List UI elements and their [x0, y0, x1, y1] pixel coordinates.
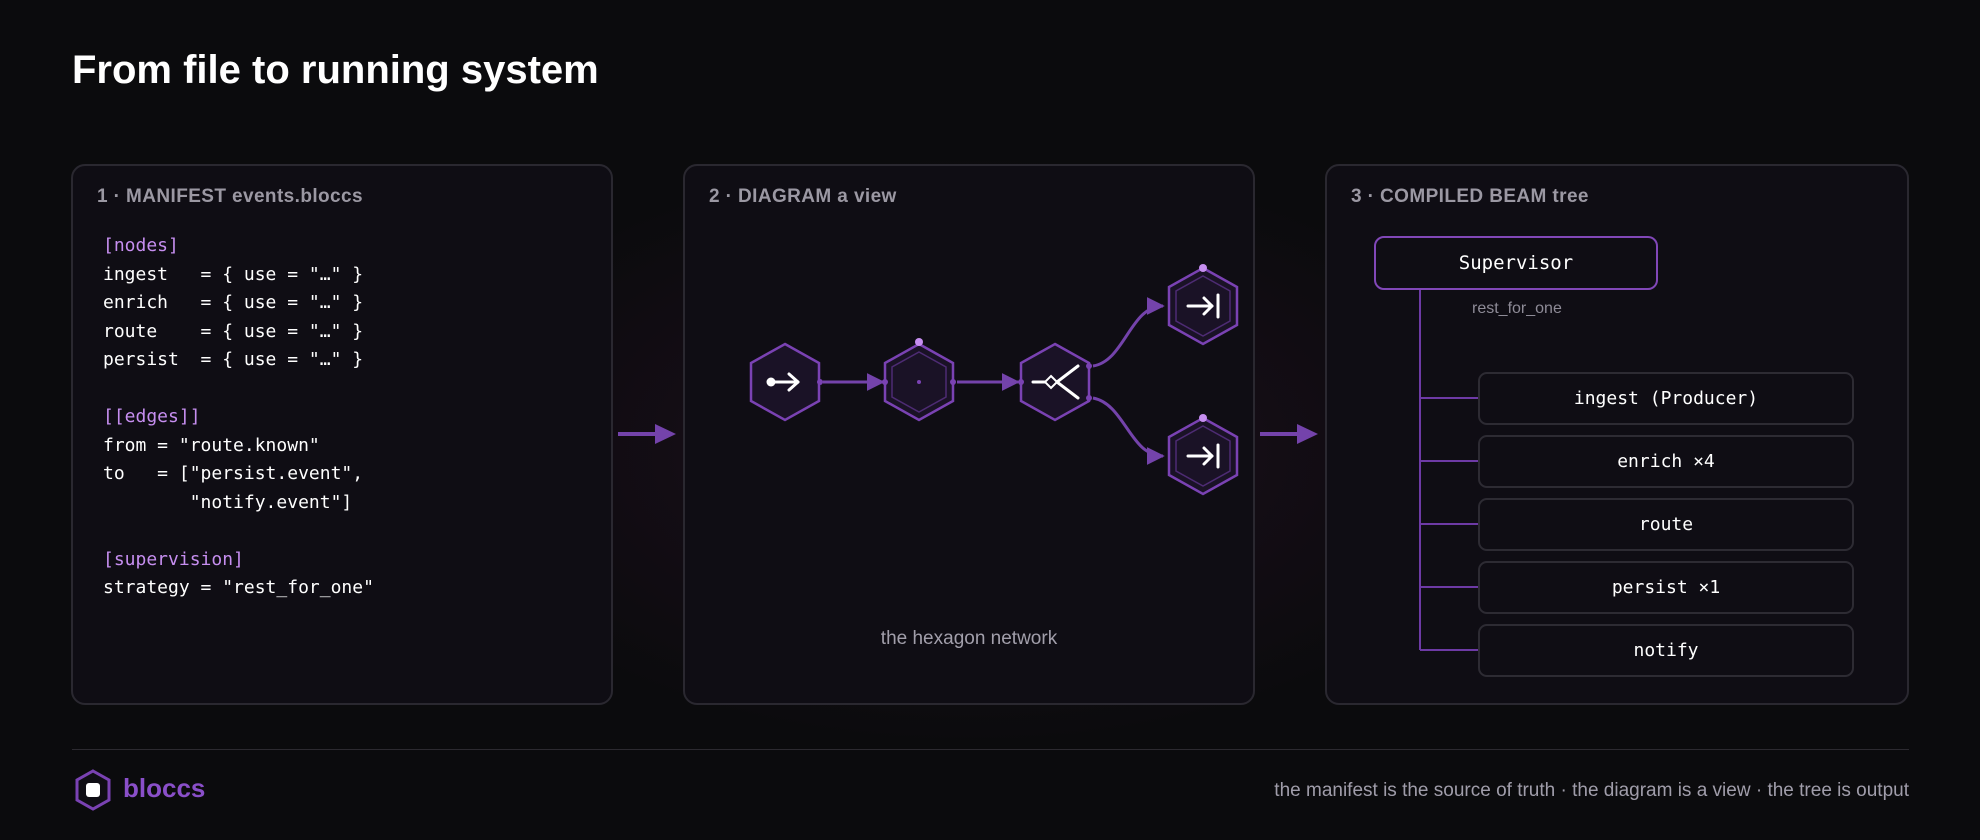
code-line	[103, 375, 374, 404]
footer-divider	[72, 749, 1909, 750]
code-line: persist = { use = "…" }	[103, 349, 364, 370]
status-dot	[1199, 414, 1207, 422]
code-line	[103, 517, 374, 546]
status-dot	[915, 338, 923, 346]
diagram-caption: the hexagon network	[880, 628, 1058, 649]
code-line: enrich = { use = "…" }	[103, 292, 364, 313]
node-notify	[1167, 414, 1239, 496]
router-icon	[1031, 364, 1080, 400]
tree-connectors	[1419, 290, 1478, 651]
node-enrich	[882, 338, 956, 422]
tree-child: enrich ×4	[1478, 435, 1854, 488]
manifest-panel: 1 · MANIFEST events.bloccs [nodes] ingest…	[71, 164, 613, 705]
flow-arrow-icon	[618, 424, 676, 444]
status-dot	[1199, 264, 1207, 272]
diagram-panel: 2 · DIAGRAM a view	[683, 164, 1255, 705]
node-persist	[1167, 264, 1239, 346]
brand-name: bloccs	[123, 773, 206, 803]
code-line: "notify.event"]	[103, 491, 353, 513]
code-section-header: [supervision]	[103, 548, 244, 570]
edge-route-notify	[1092, 396, 1165, 465]
edge-route-persist	[1092, 297, 1165, 368]
page-title: From file to running system	[72, 48, 599, 92]
code-line: to = ["persist.event",	[103, 463, 364, 484]
hexagon-network	[749, 264, 1239, 496]
node-ingest	[749, 342, 823, 422]
code-section-header: [nodes]	[103, 235, 179, 256]
hexagon-logo-icon	[75, 769, 111, 811]
footer-note: the manifest is the source of truth · th…	[1274, 780, 1909, 801]
code-line: from = "route.known"	[103, 434, 320, 456]
tree-child: notify	[1478, 624, 1854, 677]
flow-arrow-icon	[1260, 424, 1318, 444]
tree-child: ingest (Producer)	[1478, 372, 1854, 425]
strategy-label: rest_for_one	[1472, 300, 1562, 317]
code-section-header: [[edges]]	[103, 406, 201, 427]
tree-panel-header: 3 · COMPILED BEAM tree	[1351, 186, 1589, 207]
diagram-panel-header: 2 · DIAGRAM a view	[709, 186, 897, 207]
network-edges	[823, 297, 1165, 465]
tree-child: persist ×1	[1478, 561, 1854, 614]
node-route	[1018, 342, 1092, 422]
tree-child: route	[1478, 498, 1854, 551]
dot-icon	[917, 380, 921, 384]
tree-panel: 3 · COMPILED BEAM tree Supervisor rest_f…	[1325, 164, 1909, 705]
supervisor-node: Supervisor	[1374, 236, 1658, 290]
sink-arrow-icon	[1186, 443, 1220, 469]
sink-arrow-icon	[1186, 293, 1220, 319]
code-line: route = { use = "…" }	[103, 320, 364, 342]
manifest-code: [nodes] ingest = { use = "…" } enrich = { …	[103, 232, 374, 603]
source-arrow-icon	[766, 372, 800, 392]
manifest-panel-header: 1 · MANIFEST events.bloccs	[97, 186, 363, 207]
code-line: ingest = { use = "…" }	[103, 263, 364, 285]
code-line: strategy = "rest_for_one"	[103, 577, 374, 598]
